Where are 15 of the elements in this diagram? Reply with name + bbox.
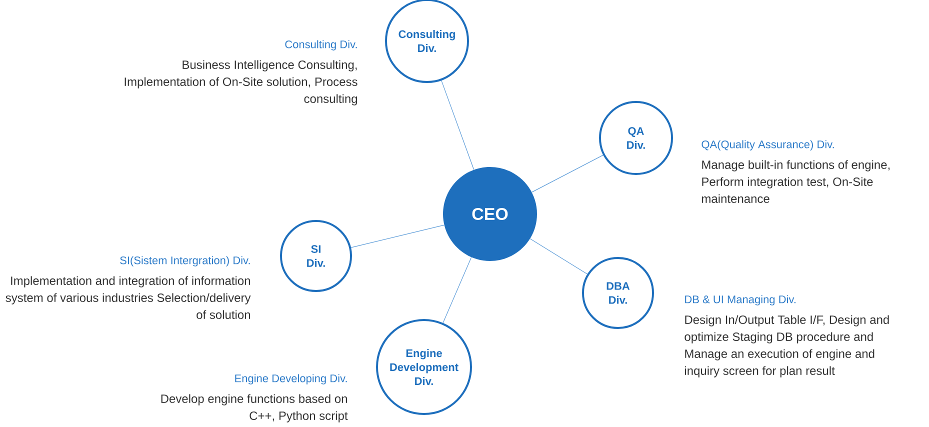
division-heading: Engine Developing Div. <box>235 374 347 384</box>
connector-line <box>441 80 474 170</box>
connector-line <box>442 257 472 324</box>
connector-line <box>532 154 604 192</box>
division-description: Develop engine functions based on C++, Python script <box>161 394 348 422</box>
connector-line <box>530 238 588 274</box>
division-description: Design In/Output Table I/F, Design and optimize Staging DB procedure and Manage an execution of engine and inquiry screen for plan result <box>684 315 889 378</box>
division-description: Business Intelligence Consulting, Implementation of On-Site solution, Process consulting <box>124 60 358 106</box>
division-heading: DB & UI Managing Div. <box>685 295 796 306</box>
division-description: Implementation and integration of information system of various industries Selection/delivery of solution <box>6 276 251 319</box>
division-heading: QA(Quality Assurance) Div. <box>702 140 834 150</box>
division-description: Manage built-in functions of engine, Perform integration test, On-Site maintenance <box>702 160 890 203</box>
connector-line <box>350 224 444 248</box>
division-heading: SI(Sistem Intergration) Div. <box>120 256 250 266</box>
division-heading: Consulting Div. <box>285 40 357 50</box>
